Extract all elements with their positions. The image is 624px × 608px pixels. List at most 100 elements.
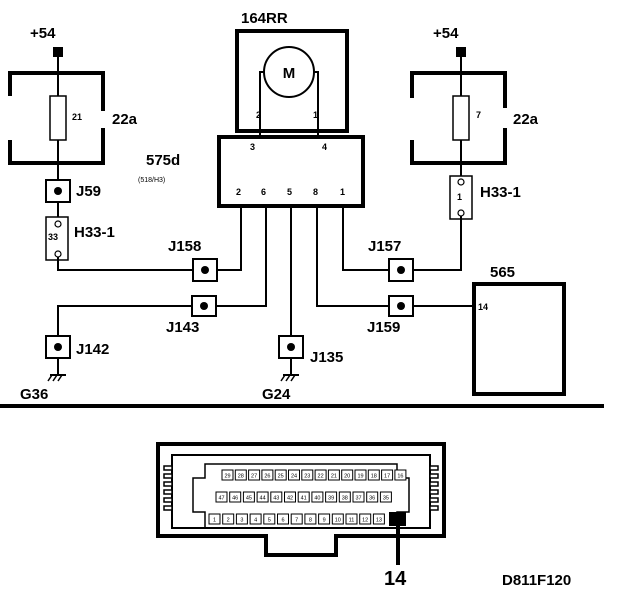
connector-pin-number: 45 xyxy=(246,496,252,502)
connector-pin-number: 7 xyxy=(295,518,298,524)
splice-j59-label: J59 xyxy=(76,183,101,200)
connector-pin-cell: 27 xyxy=(248,469,261,481)
connector-h33-left-label: H33-1 xyxy=(74,224,115,241)
connector-pin-number: 26 xyxy=(264,474,270,480)
connector-pin-number: 35 xyxy=(383,496,389,502)
connector-pin-number: 8 xyxy=(309,518,312,524)
connector-pin-number: 16 xyxy=(397,474,403,480)
connector-pin-cell: 35 xyxy=(379,491,392,503)
connector-pin-cell: 12 xyxy=(359,513,372,525)
connector-pin-number: 3 xyxy=(240,518,243,524)
connector-pin-number: 12 xyxy=(362,518,368,524)
diagram-id: D811F120 xyxy=(502,572,571,589)
supply-label-right: +54 xyxy=(433,25,459,42)
connector-pin-number: 11 xyxy=(349,518,355,524)
connector-pin-number: 22 xyxy=(318,474,324,480)
connector-pin-cell: 47 xyxy=(215,491,228,503)
connector-h33-right-label: H33-1 xyxy=(480,184,521,201)
connector-pin-cell: 40 xyxy=(311,491,324,503)
connector-pin-number: 40 xyxy=(314,496,320,502)
connector-pin-cell: 24 xyxy=(288,469,300,481)
connector-pin-14-highlight xyxy=(389,512,406,526)
ecu-pin-2: 2 xyxy=(236,187,241,197)
ecu-top-pin-left: 3 xyxy=(250,142,255,152)
connector-pin-number: 21 xyxy=(331,474,337,480)
connector-pin-cell: 9 xyxy=(318,513,331,525)
connector-pin-number: 10 xyxy=(335,518,341,524)
connector-pin-cell: 44 xyxy=(256,491,269,503)
connector-pin-cell: 39 xyxy=(325,491,338,503)
connector-pin-number: 36 xyxy=(369,496,375,502)
connector-pin-number: 17 xyxy=(384,474,390,480)
wire-motor-pin2 xyxy=(259,71,264,140)
connector-pin-cell: 5 xyxy=(263,513,276,525)
splice-j157-label: J157 xyxy=(368,238,401,255)
connector-pin-cell: 19 xyxy=(354,469,367,481)
connector-pin-number: 28 xyxy=(238,474,244,480)
connector-pin-cell: 18 xyxy=(367,469,380,481)
wire-ecu2-j158 xyxy=(217,206,242,271)
connector-pin-cell: 29 xyxy=(221,469,234,481)
splice-j59-dot xyxy=(54,187,62,195)
module-565-box xyxy=(472,282,566,396)
connector-pin-cell: 21 xyxy=(327,469,340,481)
connector-pin-number: 13 xyxy=(376,518,382,524)
module-565-title: 565 xyxy=(490,264,515,281)
connector-pin-number: 19 xyxy=(357,474,363,480)
ecu-pin-6: 6 xyxy=(261,187,266,197)
ecu-pin-1: 1 xyxy=(340,187,345,197)
connector-pin-cell: 10 xyxy=(331,513,344,525)
connector-pin-cell: 11 xyxy=(345,513,358,525)
wire-j143-j142 xyxy=(57,305,192,336)
splice-j143 xyxy=(191,295,217,317)
connector-pin-number: 39 xyxy=(328,496,334,502)
fusebox-right-label: 22a xyxy=(513,111,539,128)
splice-j158 xyxy=(192,258,218,282)
ecu-pin-8: 8 xyxy=(313,187,318,197)
connector-pin-cell: 22 xyxy=(314,469,327,481)
motor-symbol: M xyxy=(283,65,296,82)
connector-h33-right-pin: 1 xyxy=(457,192,462,202)
ecu-pin-5: 5 xyxy=(287,187,292,197)
wire-h33-j158 xyxy=(57,257,193,271)
splice-j143-label: J143 xyxy=(166,319,199,336)
motor-pin-left: 2 xyxy=(256,110,261,120)
connector-pin-number: 24 xyxy=(291,474,297,480)
wire-ecu6-j143 xyxy=(216,206,267,307)
ground-g24-icon xyxy=(280,374,299,382)
fusebox-right xyxy=(410,71,507,165)
connector-pin-cell: 43 xyxy=(270,491,283,503)
connector-pin-number: 46 xyxy=(232,496,238,502)
connector-pin-number: 5 xyxy=(268,518,271,524)
ground-g36-icon xyxy=(47,374,66,382)
fusebox-left-label: 22a xyxy=(112,111,138,128)
connector-pin-cell: 37 xyxy=(352,491,365,503)
fusebox-left xyxy=(8,71,105,165)
splice-j135-label: J135 xyxy=(310,349,343,366)
splice-j135 xyxy=(278,335,304,359)
connector-pin-cell: 41 xyxy=(297,491,310,503)
supply-label-left: +54 xyxy=(30,25,56,42)
fuse-right-number: 7 xyxy=(476,110,481,120)
connector-pin-cell: 1 xyxy=(208,513,221,525)
supply-terminal-right xyxy=(456,47,466,57)
connector-pin-cell: 13 xyxy=(372,513,385,525)
motor-title: 164RR xyxy=(241,10,288,27)
ground-g24-label: G24 xyxy=(262,386,291,403)
wire-ecu1-j157 xyxy=(342,206,389,271)
connector-pin-cell: 38 xyxy=(338,491,351,503)
connector-pin-cell: 25 xyxy=(274,469,287,481)
connector-pin-number: 29 xyxy=(224,474,230,480)
connector-pin-number: 41 xyxy=(301,496,307,502)
connector-pin-number: 43 xyxy=(273,496,279,502)
connector-pin-cell: 4 xyxy=(249,513,262,525)
motor-pin-right: 1 xyxy=(313,110,318,120)
connector-pin-number: 9 xyxy=(323,518,326,524)
connector-pin-number: 4 xyxy=(254,518,257,524)
ecu-top-pin-right: 4 xyxy=(322,142,327,152)
fuse-left-number: 21 xyxy=(72,112,82,122)
connector-pin-cell: 26 xyxy=(261,469,274,481)
